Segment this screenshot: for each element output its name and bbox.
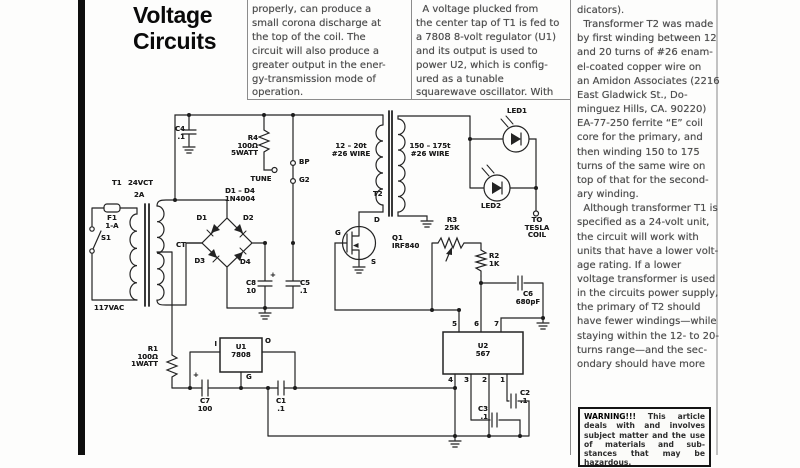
t2-label: T2 bbox=[373, 190, 383, 198]
c8-polarity-mark: + bbox=[270, 271, 276, 279]
top-rail-r4-c4 bbox=[174, 114, 384, 244]
u1-label: U1 7808 bbox=[231, 343, 251, 359]
r2-label: R2 1K bbox=[489, 252, 500, 268]
q1-label: Q1 IRF840 bbox=[392, 234, 420, 250]
body-column-2: A voltage plucked from the center tap of… bbox=[416, 4, 560, 99]
t2-primary-label: 12 – 20t #26 WIRE bbox=[331, 142, 371, 158]
t2-secondary-label: 150 – 175t #26 WIRE bbox=[409, 142, 451, 158]
u2-pin1-label: 1 bbox=[500, 376, 505, 384]
ac-input bbox=[89, 203, 138, 301]
bp-label: BP bbox=[299, 158, 310, 166]
schematic-graphics bbox=[89, 110, 550, 448]
r4-label: R4 100Ω 5WATT bbox=[231, 134, 258, 158]
u2-pin5-label: 5 bbox=[452, 320, 457, 328]
u2-label: U2 567 bbox=[475, 342, 491, 358]
u2-pin6-label: 6 bbox=[474, 320, 479, 328]
q1-gate-label: G bbox=[335, 229, 341, 237]
t1-amps-label: 2A bbox=[134, 191, 145, 199]
body-column-3: dicators). Transformer T2 was made by fi… bbox=[577, 5, 720, 370]
c3-label: C3 .1 bbox=[477, 405, 488, 421]
section-rule bbox=[247, 99, 570, 100]
column-rule-3 bbox=[570, 0, 571, 455]
bridge-rectifier-symbol bbox=[185, 199, 266, 309]
u1-regulator-symbol bbox=[165, 337, 456, 437]
u2-pin7-label: 7 bbox=[494, 320, 499, 328]
u2-capacitors bbox=[267, 393, 530, 448]
t2-transformer-symbol bbox=[375, 110, 471, 228]
column-rule-2 bbox=[411, 0, 412, 99]
warning-box: WARNING!!! This article deals with and i… bbox=[578, 407, 711, 467]
t1-label: T1 bbox=[112, 179, 122, 187]
c7-polarity-mark: + bbox=[193, 371, 199, 379]
u2-pin4-label: 4 bbox=[448, 376, 453, 384]
q1-source-label: S bbox=[371, 258, 377, 266]
led-indicators bbox=[469, 115, 540, 217]
f1-label: F1 1-A bbox=[105, 214, 119, 230]
d1-label: D1 bbox=[196, 214, 207, 222]
r1-label: R1 100Ω 1WATT bbox=[131, 345, 158, 369]
magazine-page: { "article": { "title": "Voltage\nCircui… bbox=[78, 0, 720, 468]
article-title: Voltage Circuits bbox=[133, 2, 217, 54]
d3-label: D3 bbox=[194, 257, 205, 265]
u2-ic-symbol bbox=[442, 309, 524, 437]
c6-label: C6 680pF bbox=[515, 290, 541, 306]
c7-label: C7 100 bbox=[197, 397, 213, 413]
u1-gnd-label: G bbox=[246, 373, 252, 381]
warning-heading: WARNING!!! bbox=[584, 412, 636, 421]
d2-label: D2 bbox=[243, 214, 254, 222]
filter-capacitors bbox=[226, 242, 301, 320]
g2-label: G2 bbox=[299, 176, 310, 184]
s1-label: S1 bbox=[101, 234, 111, 242]
scan-gutter-bar bbox=[78, 0, 85, 455]
tesla-coil-label: TO TESLA COIL bbox=[524, 216, 550, 240]
u2-pin2-label: 2 bbox=[482, 376, 487, 384]
q1-drain-label: D bbox=[374, 216, 380, 224]
c4-label: C4 .1 bbox=[174, 125, 185, 141]
t1-volts-label: 24VCT bbox=[128, 179, 154, 187]
body-column-1: properly, can produce a small corona dis… bbox=[252, 4, 386, 99]
page-edge-line bbox=[716, 0, 718, 455]
led1-label: LED1 bbox=[507, 107, 527, 115]
c1-label: C1 .1 bbox=[275, 397, 287, 413]
c5-label: C5 .1 bbox=[300, 279, 311, 295]
q1-mosfet-symbol bbox=[334, 204, 460, 311]
c2-label: C2 .1 bbox=[520, 389, 531, 405]
u1-out-label: O bbox=[265, 337, 271, 345]
oscillator-rc-network bbox=[431, 236, 550, 333]
u2-pin3-label: 3 bbox=[464, 376, 469, 384]
led2-label: LED2 bbox=[481, 202, 501, 210]
column-rule-1 bbox=[247, 0, 248, 99]
junction-dots bbox=[173, 113, 545, 438]
tune-label: TUNE bbox=[250, 175, 272, 183]
d4-label: D4 bbox=[240, 258, 251, 266]
u1-in-label: I bbox=[214, 340, 217, 348]
ct-label: CT bbox=[176, 241, 186, 249]
bridge-label: D1 – D4 1N4004 bbox=[224, 187, 256, 203]
c8-label: C8 10 bbox=[245, 279, 256, 295]
r3-label: R3 25K bbox=[444, 216, 460, 232]
vac-label: 117VAC bbox=[94, 304, 125, 312]
